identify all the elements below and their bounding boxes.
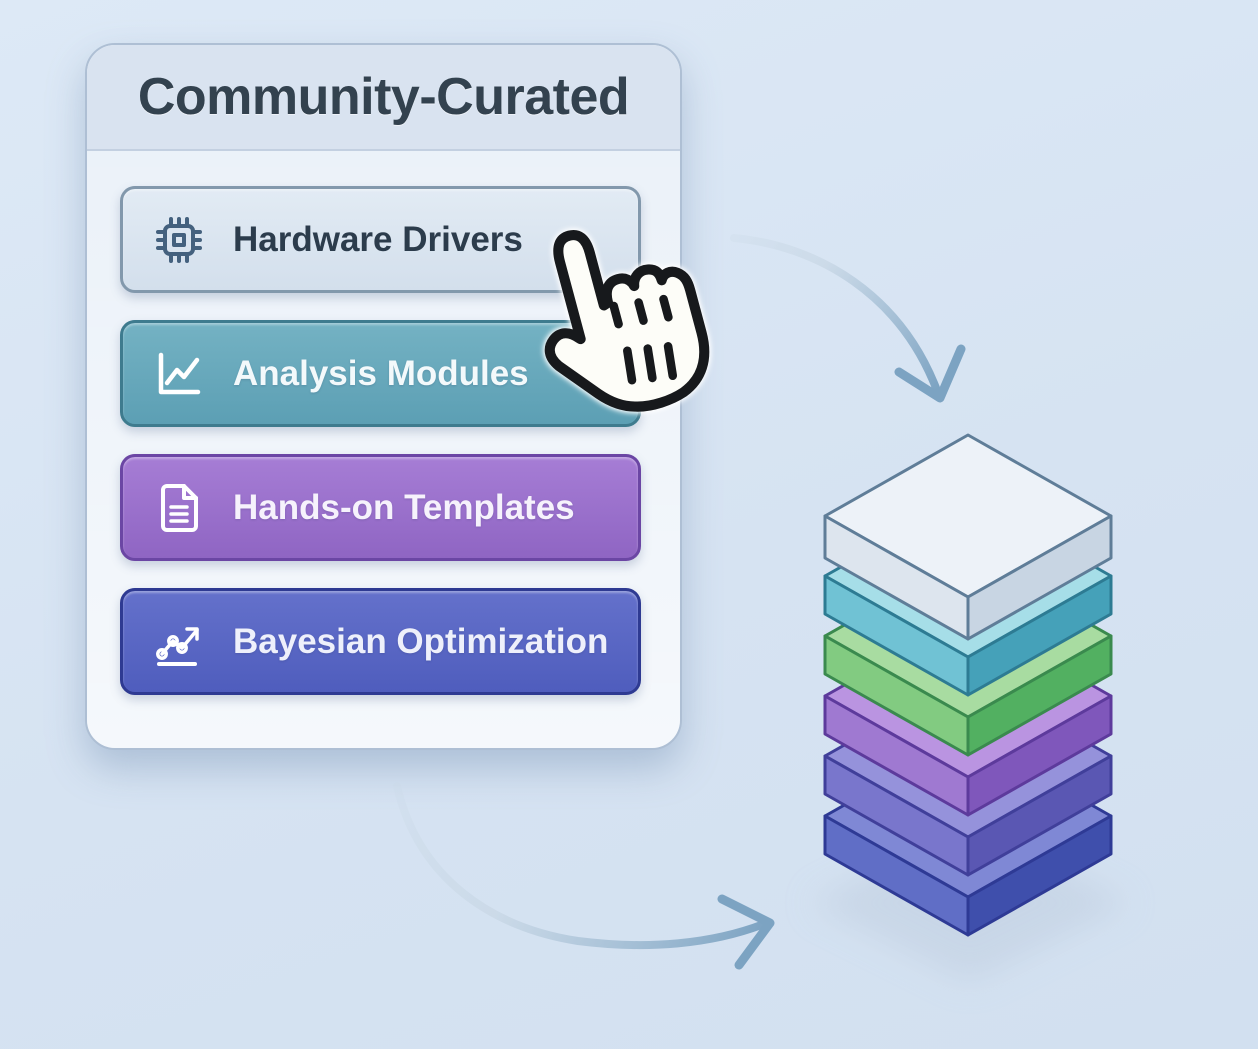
button-label: Hands-on Templates — [233, 487, 575, 527]
panel-title: Community-Curated — [137, 68, 630, 126]
layer-right-face — [966, 754, 1113, 877]
trend-up-icon — [150, 613, 208, 671]
hands-on-templates-button[interactable]: Hands-on Templates — [120, 454, 641, 561]
chip-icon — [150, 211, 208, 269]
button-label: Analysis Modules — [233, 353, 529, 393]
layer-right-face — [966, 694, 1113, 817]
hardware-drivers-button[interactable]: Hardware Drivers — [120, 186, 641, 293]
document-icon — [150, 479, 208, 537]
layer-right-face — [966, 634, 1113, 757]
hand-palm-lines — [623, 342, 678, 385]
bayesian-optimization-button[interactable]: Bayesian Optimization — [120, 588, 641, 695]
stack-layer-white — [823, 433, 1113, 641]
hand-knuckle-lines — [609, 294, 673, 329]
layer-stack — [810, 433, 1130, 983]
button-label: Hardware Drivers — [233, 219, 523, 259]
hand-pointer-cursor — [544, 230, 710, 412]
layer-right-face — [966, 514, 1113, 641]
line-chart-icon — [150, 345, 208, 403]
hand-outline — [544, 230, 710, 412]
layer-right-face — [966, 814, 1113, 937]
panel-header: Community-Curated — [87, 45, 680, 151]
arrow-top — [730, 234, 966, 403]
arrow-bottom — [393, 782, 775, 970]
layer-right-face — [966, 574, 1113, 697]
button-label: Bayesian Optimization — [233, 621, 609, 661]
